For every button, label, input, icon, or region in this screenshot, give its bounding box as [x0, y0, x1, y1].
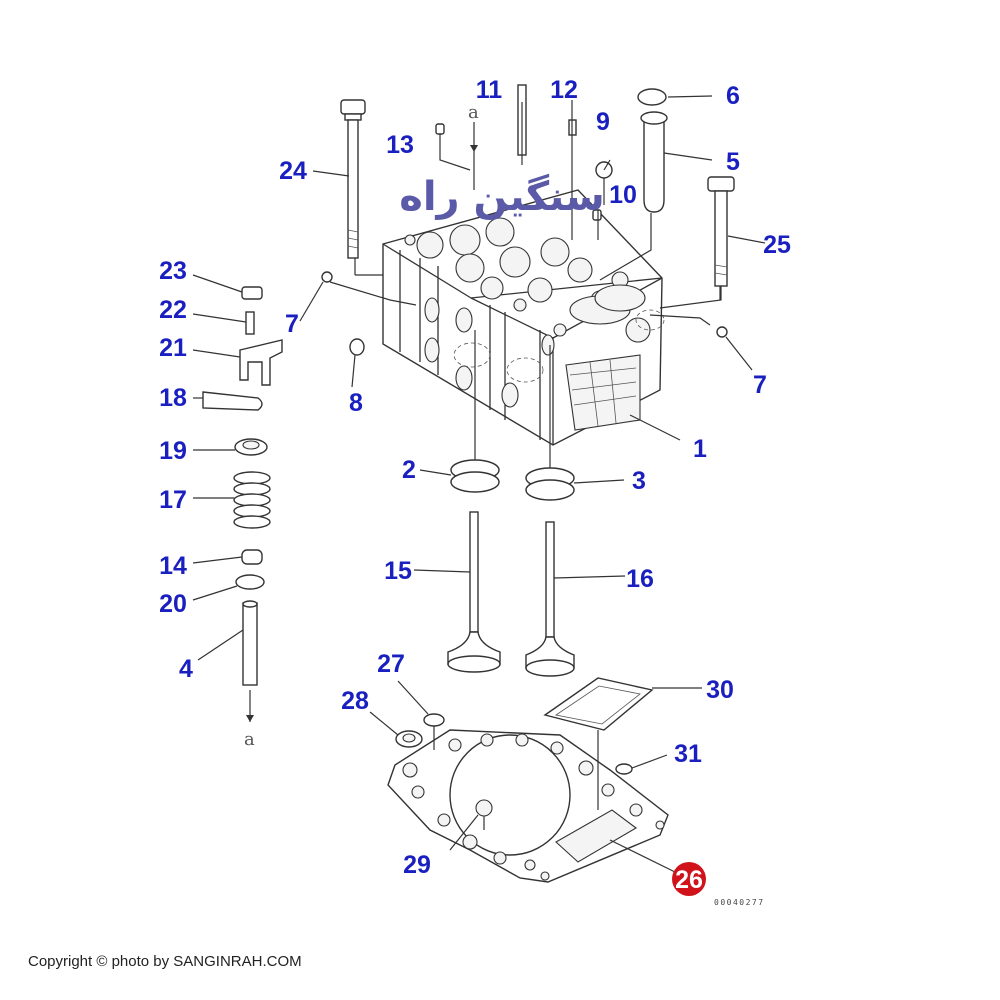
highlight-circle: [672, 862, 706, 896]
part-label-22[interactable]: 22: [159, 296, 187, 324]
reference-mark-bottom: a: [244, 729, 255, 750]
part-label-18[interactable]: 18: [159, 384, 187, 412]
part-label-28[interactable]: 28: [341, 687, 369, 715]
part-label-17[interactable]: 17: [159, 486, 187, 514]
part-label-14[interactable]: 14: [159, 552, 187, 580]
part-label-9[interactable]: 9: [596, 108, 610, 136]
part-label-5[interactable]: 5: [726, 148, 740, 176]
part-label-29[interactable]: 29: [403, 851, 431, 879]
part-label-19[interactable]: 19: [159, 437, 187, 465]
part-label-7-left[interactable]: 7: [285, 310, 299, 338]
part-label-30[interactable]: 30: [706, 676, 734, 704]
part-label-16[interactable]: 16: [626, 565, 654, 593]
part-label-23[interactable]: 23: [159, 257, 187, 285]
part-label-13[interactable]: 13: [386, 131, 414, 159]
part-label-21[interactable]: 21: [159, 334, 187, 362]
highlighted-part-26[interactable]: 26: [672, 862, 706, 896]
part-label-7-right[interactable]: 7: [753, 371, 767, 399]
part-label-6[interactable]: 6: [726, 82, 740, 110]
part-label-11[interactable]: 11: [476, 76, 503, 104]
part-label-4[interactable]: 4: [179, 655, 193, 683]
copyright-notice: Copyright © photo by SANGINRAH.COM: [28, 953, 302, 970]
part-label-25[interactable]: 25: [763, 231, 791, 259]
part-label-10[interactable]: 10: [609, 181, 637, 209]
part-label-12[interactable]: 12: [550, 76, 578, 104]
part-label-27[interactable]: 27: [377, 650, 405, 678]
sanginrah-logo: سنگین راه: [399, 173, 605, 220]
leader-lines: [192, 95, 766, 873]
reference-mark-top: a: [468, 102, 479, 123]
drawing-code: 00040277: [714, 898, 765, 907]
part-label-3[interactable]: 3: [632, 467, 646, 495]
part-number-labels: 1 2 3 4 5 6 7 7 8 9 10 11 12 13 14 15 16…: [159, 76, 791, 879]
part-label-31[interactable]: 31: [674, 740, 702, 768]
part-label-1[interactable]: 1: [693, 435, 707, 463]
part-label-8[interactable]: 8: [349, 389, 363, 417]
logo-text: سنگین راه: [399, 173, 605, 220]
part-label-15[interactable]: 15: [384, 557, 412, 585]
part-label-20[interactable]: 20: [159, 590, 187, 618]
part-label-24[interactable]: 24: [279, 157, 307, 185]
cylinder-head-drawing: [382, 189, 665, 446]
part-label-26[interactable]: 26: [675, 866, 703, 894]
part-label-2[interactable]: 2: [402, 456, 416, 484]
